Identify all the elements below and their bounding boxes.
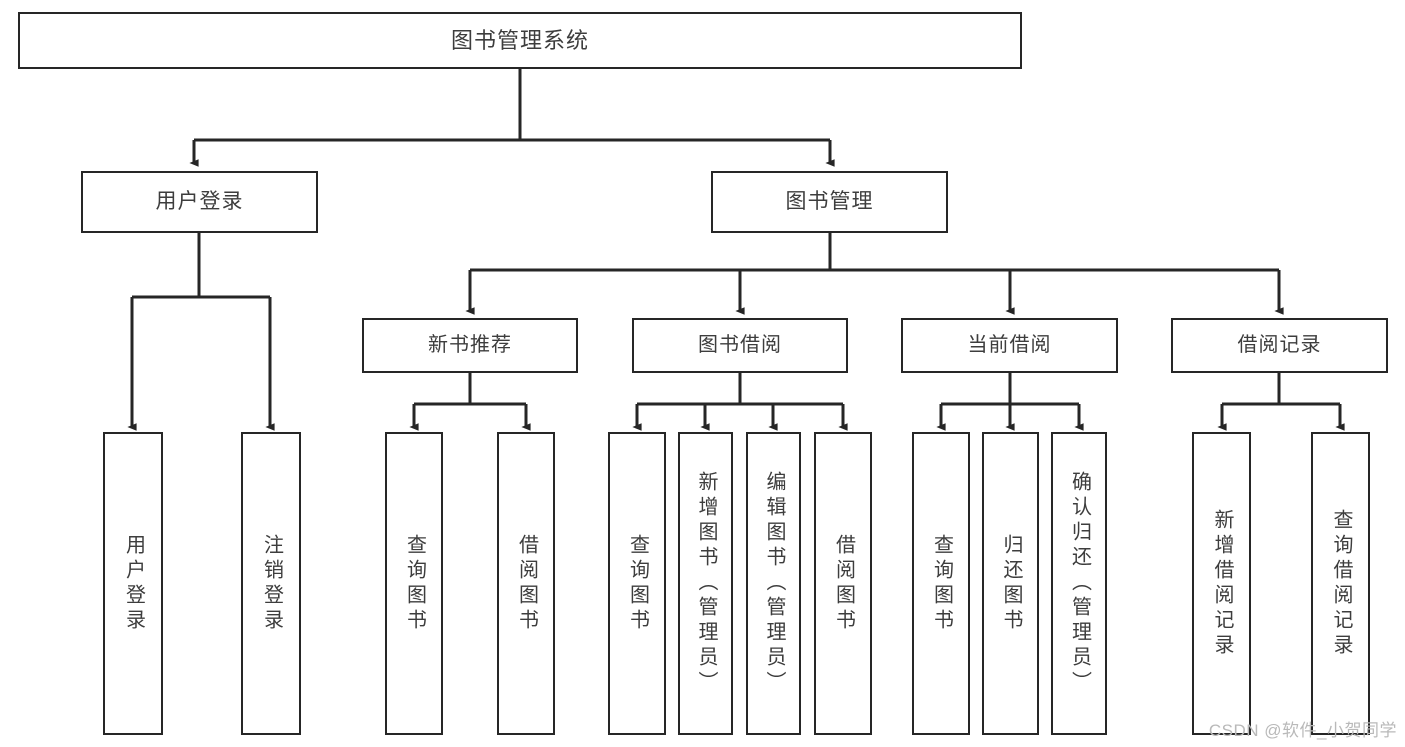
leaf-record-add-borrow-record[interactable]: 新增借阅记录 [1192,432,1251,735]
leaf-current-return-books[interactable]: 归还图书 [982,432,1039,735]
node-book-borrowing[interactable]: 图书借阅 [632,318,848,373]
leaf-borrow-add-book-admin[interactable]: 新增图书（管理员） [678,432,733,735]
node-current-borrowing[interactable]: 当前借阅 [901,318,1118,373]
leaf-logout[interactable]: 注销登录 [241,432,301,735]
node-borrow-records[interactable]: 借阅记录 [1171,318,1388,373]
leaf-borrow-borrow-books[interactable]: 借阅图书 [814,432,872,735]
leaf-current-confirm-return-admin[interactable]: 确认归还（管理员） [1051,432,1107,735]
leaf-record-query-borrow-record[interactable]: 查询借阅记录 [1311,432,1370,735]
leaf-current-query-books[interactable]: 查询图书 [912,432,970,735]
leaf-borrow-edit-book-admin[interactable]: 编辑图书（管理员） [746,432,801,735]
node-user-login[interactable]: 用户登录 [81,171,318,233]
leaf-recommend-borrow-books[interactable]: 借阅图书 [497,432,555,735]
csdn-watermark: CSDN @软件_小贺同学 [1208,721,1397,740]
node-book-management[interactable]: 图书管理 [711,171,948,233]
leaf-borrow-query-books[interactable]: 查询图书 [608,432,666,735]
leaf-recommend-query-books[interactable]: 查询图书 [385,432,443,735]
leaf-user-login[interactable]: 用户登录 [103,432,163,735]
node-root-book-management-system[interactable]: 图书管理系统 [18,12,1022,69]
node-new-book-recommendation[interactable]: 新书推荐 [362,318,578,373]
